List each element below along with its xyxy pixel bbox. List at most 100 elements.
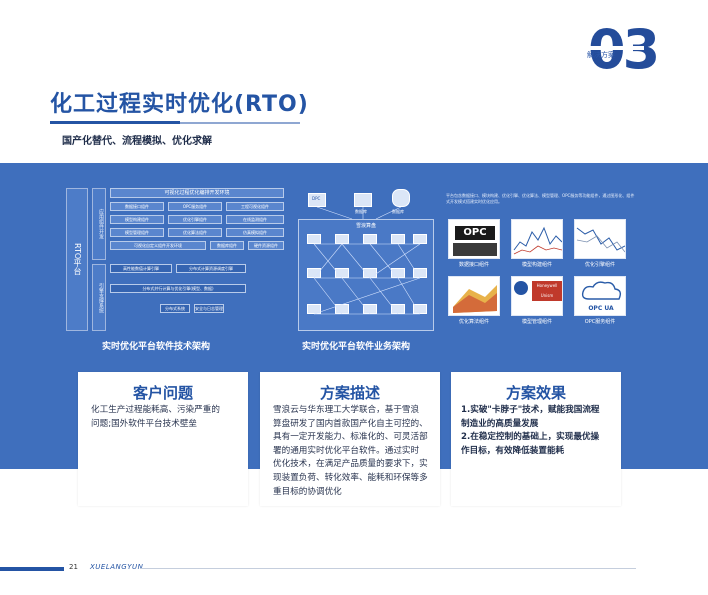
section-number-cut bbox=[584, 46, 644, 50]
component-tile bbox=[511, 219, 563, 259]
component-caption: 模型构建组件 bbox=[521, 262, 552, 268]
terminal-icon bbox=[307, 304, 321, 314]
opc-ua-logo: OPC UA bbox=[588, 305, 614, 312]
title-underline-light bbox=[180, 122, 300, 124]
card-line: 算盘研发了国内首款国产化自主可控的、 bbox=[273, 418, 428, 429]
cloud-icon bbox=[581, 281, 622, 300]
arch-cell: 分布式并行计算与优化引擎(模型、数据) bbox=[110, 284, 246, 293]
arch-cell: 硬件资源组件 bbox=[248, 241, 284, 250]
page-title: 化工过程实时优化(RTO) bbox=[50, 92, 309, 117]
monitor-chart-icon bbox=[513, 226, 562, 255]
component-caption: 数据接口组件 bbox=[458, 262, 489, 268]
page-number: 21 bbox=[69, 563, 78, 571]
network-lines bbox=[313, 243, 421, 315]
terminal-icon bbox=[363, 304, 377, 314]
card-line: 1.实破"卡脖子"技术，赋能我国流程 bbox=[461, 405, 600, 415]
node-label: 数据库 bbox=[392, 209, 404, 214]
components-intro: 平台包含数据接口、模块构建、优化引擎、优化算法、模型管理、OPC服务等功能组件，… bbox=[446, 193, 635, 204]
card-line: 现装置负荷、转化效率、能耗和环保等多 bbox=[273, 472, 428, 483]
arch-cell: 分布式计算资源调度引擎 bbox=[176, 264, 246, 273]
opc-logo: OPC bbox=[455, 226, 495, 240]
card-solution-description: 方案描述 雪浪云与华东理工大学联合，基于雪浪 算盘研发了国内首款国产化自主可控的… bbox=[260, 372, 440, 506]
card-line: 化工生产过程能耗高、污染严重的 bbox=[91, 405, 220, 415]
component-tile: Honeywell Unism bbox=[511, 276, 563, 316]
terminal-icon bbox=[335, 234, 349, 244]
honeywell-logo: Honeywell Unism bbox=[532, 281, 562, 301]
platform-cloud: 雪浪算盘 bbox=[298, 219, 434, 331]
footer-rule bbox=[140, 568, 636, 569]
side-label-engine: 引擎支撑系统 bbox=[92, 264, 106, 331]
card-title: 方案描述 bbox=[319, 384, 380, 402]
card-line: 制造业的高质量发展 bbox=[461, 418, 539, 429]
component-tile: OPC bbox=[448, 219, 500, 259]
app-logo bbox=[514, 281, 528, 295]
optimizer-chart-icon bbox=[576, 227, 625, 253]
card-line: 作目标，有效降低装置能耗 bbox=[461, 445, 565, 456]
card-line: 2.在稳定控制的基础上，实现最优操 bbox=[461, 432, 600, 443]
terminal-icon bbox=[363, 268, 377, 278]
business-architecture-diagram: DPC 数据库 数据库 雪浪算盘 bbox=[292, 187, 440, 335]
arch-cell: 安全与日志管理 bbox=[194, 304, 224, 313]
card-line: 优化技术，在满足产品质量的要求下，实 bbox=[273, 459, 428, 470]
side-label-app: 应用组件开发 bbox=[92, 188, 106, 260]
title-underline bbox=[50, 121, 180, 124]
component-caption: 优化引擎组件 bbox=[584, 262, 615, 268]
page-subtitle: 国产化替代、流程模拟、优化求解 bbox=[62, 136, 212, 147]
component-caption: 模型管理组件 bbox=[521, 319, 552, 325]
arch-cell: 工程可视化组件 bbox=[226, 202, 284, 211]
surface-plot-icon bbox=[453, 285, 497, 313]
side-label-column: 应用组件开发 引擎支撑系统 bbox=[92, 188, 106, 331]
node-label: 数据库 bbox=[355, 209, 367, 214]
arch-cell: 分布式系统 bbox=[160, 304, 190, 313]
arch-cell: OPC服务组件 bbox=[168, 202, 222, 211]
terminal-icon bbox=[363, 234, 377, 244]
footer-accent-bar bbox=[0, 567, 64, 571]
arch-cell: 数据接口组件 bbox=[110, 202, 164, 211]
terminal-icon bbox=[413, 234, 427, 244]
cloud-title: 雪浪算盘 bbox=[355, 223, 376, 229]
footer-brand: XUELANGYUN bbox=[90, 563, 144, 571]
card-solution-effect: 方案效果 1.实破"卡脖子"技术，赋能我国流程 制造业的高质量发展 2.在稳定控… bbox=[451, 372, 621, 506]
card-customer-problem: 客户问题 化工生产过程能耗高、污染严重的 问题;国外软件平台技术壁垒 bbox=[78, 372, 248, 506]
component-tile: OPC UA bbox=[574, 276, 626, 316]
arch-cell: 模型构建组件 bbox=[110, 215, 164, 224]
card-line: 署的通用实时优化平台软件。通过实时 bbox=[273, 445, 420, 456]
card-body: 雪浪云与华东理工大学联合，基于雪浪 算盘研发了国内首款国产化自主可控的、 具有一… bbox=[273, 404, 428, 499]
database-icon bbox=[392, 189, 410, 207]
arch-cell: 数据库组件 bbox=[210, 241, 244, 250]
card-title: 方案效果 bbox=[505, 384, 566, 402]
arch-cell: 优化算法组件 bbox=[168, 228, 222, 237]
component-tile bbox=[574, 219, 626, 259]
card-line: 问题;国外软件平台技术壁垒 bbox=[91, 418, 198, 429]
arch-cell: 可视化自定义组件开发环境 bbox=[110, 241, 206, 250]
terminal-icon bbox=[391, 234, 405, 244]
modbus-logo bbox=[453, 243, 497, 256]
card-line: 雪浪云与华东理工大学联合，基于雪浪 bbox=[273, 405, 420, 415]
arch-cell: 仿真模拟组件 bbox=[226, 228, 284, 237]
arch-cell: 模型管理组件 bbox=[110, 228, 164, 237]
component-caption: OPC服务组件 bbox=[584, 319, 616, 325]
tech-architecture-diagram: RTO平台 应用组件开发 引擎支撑系统 可视化过程优化编排开发环境 数据接口组件… bbox=[66, 188, 284, 331]
section-label: 解决方案 bbox=[587, 51, 615, 59]
tech-architecture-caption: 实时优化平台软件技术架构 bbox=[102, 342, 211, 352]
card-body: 1.实破"卡脖子"技术，赋能我国流程 制造业的高质量发展 2.在稳定控制的基础上… bbox=[461, 404, 600, 458]
card-line: 重目标的协调优化 bbox=[273, 486, 342, 497]
component-caption: 优化算法组件 bbox=[458, 319, 489, 325]
card-body: 化工生产过程能耗高、污染严重的 问题;国外软件平台技术壁垒 bbox=[91, 404, 220, 431]
arch-cell: 高性能数值计算引擎 bbox=[110, 264, 172, 273]
server-icon bbox=[308, 193, 326, 207]
business-architecture-caption: 实时优化平台软件业务架构 bbox=[302, 342, 411, 352]
arch-cell: 优化引擎组件 bbox=[168, 215, 222, 224]
terminal-icon bbox=[307, 268, 321, 278]
rto-platform-label: RTO平台 bbox=[66, 188, 88, 331]
terminal-icon bbox=[391, 268, 405, 278]
arch-header-cell: 可视化过程优化编排开发环境 bbox=[110, 188, 284, 198]
uplink-lines bbox=[316, 206, 402, 220]
component-tile bbox=[448, 276, 500, 316]
card-line: 具有一定开发能力、标准化的、可灵活部 bbox=[273, 432, 428, 443]
terminal-icon bbox=[391, 304, 405, 314]
node-label: DPC bbox=[312, 196, 321, 201]
terminal-icon bbox=[307, 234, 321, 244]
arch-cell: 在线监测组件 bbox=[226, 215, 284, 224]
terminal-icon bbox=[335, 268, 349, 278]
